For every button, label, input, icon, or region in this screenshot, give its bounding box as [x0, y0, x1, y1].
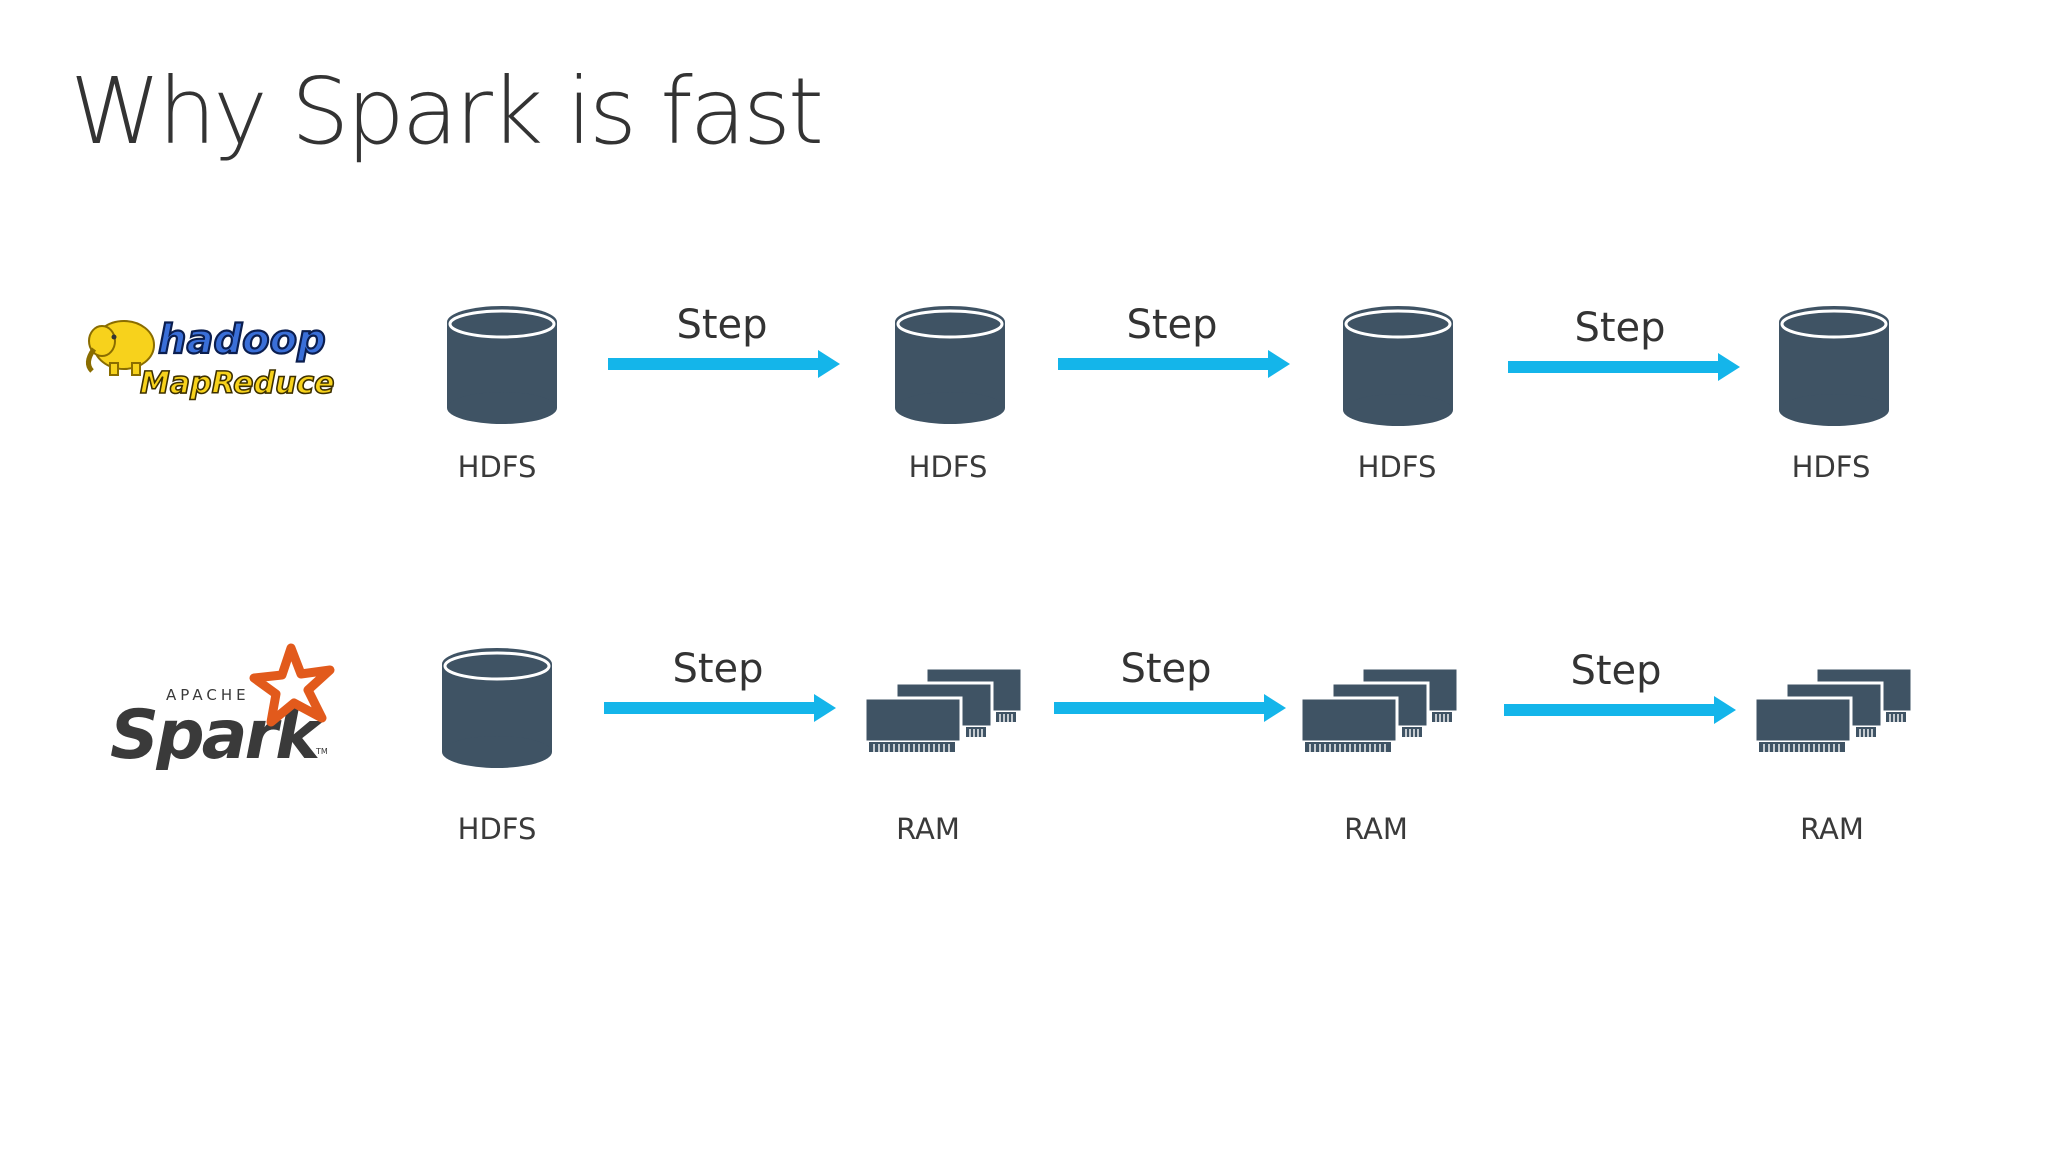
cylinder-database-icon: [447, 306, 557, 424]
spark-tm-text: TM: [315, 747, 328, 756]
step-arrow: [1504, 696, 1736, 724]
mapreduce-logo-text: MapReduce: [140, 366, 335, 401]
step-label: Step: [1574, 305, 1666, 351]
cylinder-database-icon: [1779, 306, 1889, 426]
step-arrow: [1054, 694, 1286, 722]
step-arrow: [604, 694, 836, 722]
node-label: HDFS: [1357, 450, 1437, 484]
hadoop-mapreduce-logo: hadoop MapReduce: [86, 316, 335, 402]
node-label: HDFS: [457, 450, 537, 484]
apache-logo-text: APACHE: [166, 686, 250, 704]
hadoop-logo-text: hadoop: [158, 317, 326, 363]
cylinder-database-icon: [895, 306, 1005, 424]
step-arrow: [608, 350, 840, 378]
ram-modules-icon: [1754, 668, 1914, 752]
step-label: Step: [672, 646, 764, 692]
cylinder-database-icon: [442, 648, 552, 768]
ram-modules-icon: [864, 668, 1024, 752]
apache-spark-logo: APACHE Spark TM: [110, 643, 335, 770]
node-label: HDFS: [908, 450, 988, 484]
node-label: HDFS: [1791, 450, 1871, 484]
step-label: Step: [676, 302, 768, 348]
spark-star-icon: [249, 643, 335, 727]
node-label: RAM: [1800, 812, 1864, 846]
step-arrow: [1058, 350, 1290, 378]
step-label: Step: [1126, 302, 1218, 348]
cylinder-database-icon: [1343, 306, 1453, 426]
ram-modules-icon: [1300, 668, 1460, 752]
step-label: Step: [1120, 646, 1212, 692]
step-label: Step: [1570, 648, 1662, 694]
hadoop-elephant-icon: [86, 320, 155, 376]
node-label: RAM: [1344, 812, 1408, 846]
node-label: RAM: [896, 812, 960, 846]
page-title: Why Spark is fast: [70, 58, 824, 165]
step-arrow: [1508, 353, 1740, 381]
node-label: HDFS: [457, 812, 537, 846]
